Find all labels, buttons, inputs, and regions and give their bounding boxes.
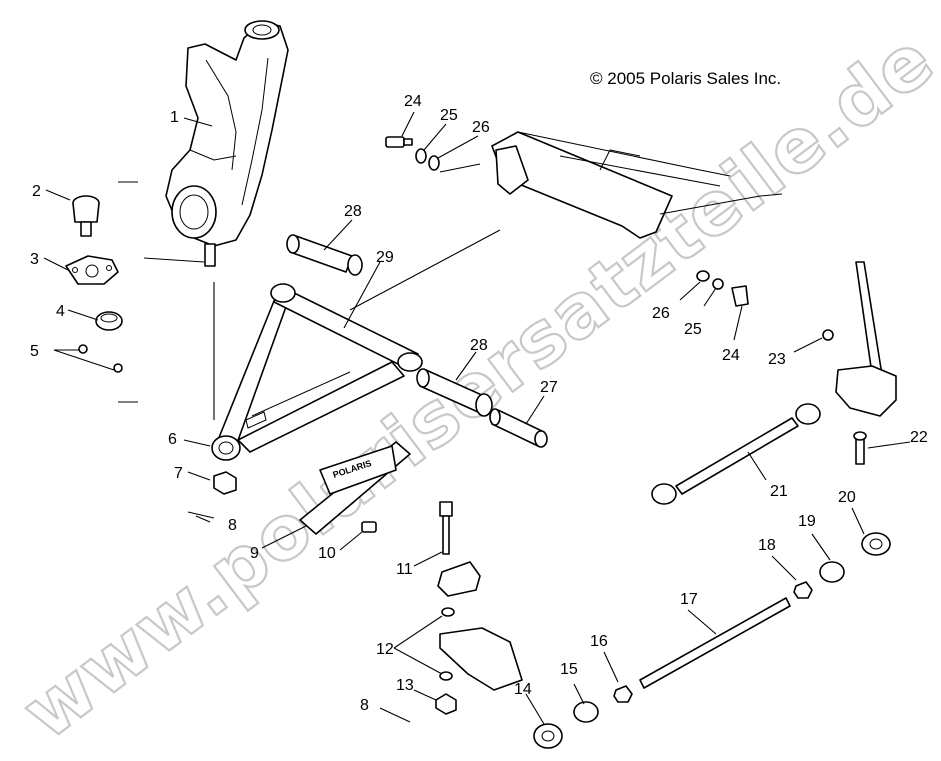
sleeve <box>489 408 548 448</box>
callout-18: 18 <box>758 537 776 554</box>
ball-joint <box>72 195 100 237</box>
callout-25b: 25 <box>684 321 702 338</box>
callout-10: 10 <box>318 545 336 562</box>
boot-seal <box>95 311 123 331</box>
lower-bracket <box>437 561 523 691</box>
callout-23: 23 <box>768 351 786 368</box>
callout-14: 14 <box>514 681 532 698</box>
callout-8: 8 <box>228 517 237 534</box>
bushing-lower <box>416 368 493 417</box>
steering-knuckle <box>165 20 289 267</box>
callout-4: 4 <box>56 303 65 320</box>
callout-26b: 26 <box>652 305 670 322</box>
cotter-pin-8a <box>187 511 215 519</box>
nut-7 <box>213 471 237 495</box>
callout-21: 21 <box>770 483 788 500</box>
tie-rod-upper <box>651 403 821 505</box>
rod-end-15 <box>573 701 599 723</box>
bushing-upper <box>286 234 363 276</box>
callout-2: 2 <box>32 183 41 200</box>
callout-27: 27 <box>540 379 558 396</box>
steering-post <box>822 261 897 465</box>
callout-22: 22 <box>910 429 928 446</box>
bolt-10 <box>361 521 377 533</box>
callout-11: 11 <box>396 561 413 578</box>
callout-29: 29 <box>376 249 394 266</box>
callout-9: 9 <box>250 545 259 562</box>
callout-28a: 28 <box>344 203 362 220</box>
rivets <box>78 344 123 373</box>
callout-28b: 28 <box>470 337 488 354</box>
frame-section <box>491 131 783 239</box>
callout-19: 19 <box>798 513 816 530</box>
jam-nut-16 <box>613 685 633 703</box>
tie-rod-lower <box>639 597 791 689</box>
rod-end-20 <box>861 532 891 556</box>
callout-13: 13 <box>396 677 414 694</box>
callout-24a: 24 <box>404 93 422 110</box>
rod-end-14 <box>533 723 563 749</box>
callout-1: 1 <box>170 109 179 126</box>
callout-26a: 26 <box>472 119 490 136</box>
callout-17: 17 <box>680 591 698 608</box>
callout-7: 7 <box>174 465 183 482</box>
rod-end-19 <box>819 561 845 583</box>
retaining-plate <box>65 255 119 285</box>
callout-labels: 1 2 3 4 5 6 7 8 9 10 11 12 13 8 14 15 16… <box>30 93 928 714</box>
callout-25a: 25 <box>440 107 458 124</box>
callout-5: 5 <box>30 343 39 360</box>
jam-nut-18 <box>793 581 813 599</box>
a-arm <box>211 283 423 461</box>
callout-16: 16 <box>590 633 608 650</box>
cotter-pin-8b <box>379 707 411 723</box>
callout-12: 12 <box>376 641 394 658</box>
callout-8b: 8 <box>360 697 369 714</box>
callout-6: 6 <box>168 431 177 448</box>
a-arm-guard: POLARIS <box>299 441 411 535</box>
callout-20: 20 <box>838 489 856 506</box>
copyright-notice: © 2005 Polaris Sales Inc. <box>590 69 781 88</box>
callout-3: 3 <box>30 251 39 268</box>
nut-13 <box>435 693 457 715</box>
callout-leaders <box>43 111 911 725</box>
frame-bolt-upper <box>385 136 440 171</box>
bolt-11 <box>439 501 453 555</box>
callout-15: 15 <box>560 661 578 678</box>
frame-bolt-lower <box>696 270 749 307</box>
callout-24b: 24 <box>722 347 740 364</box>
